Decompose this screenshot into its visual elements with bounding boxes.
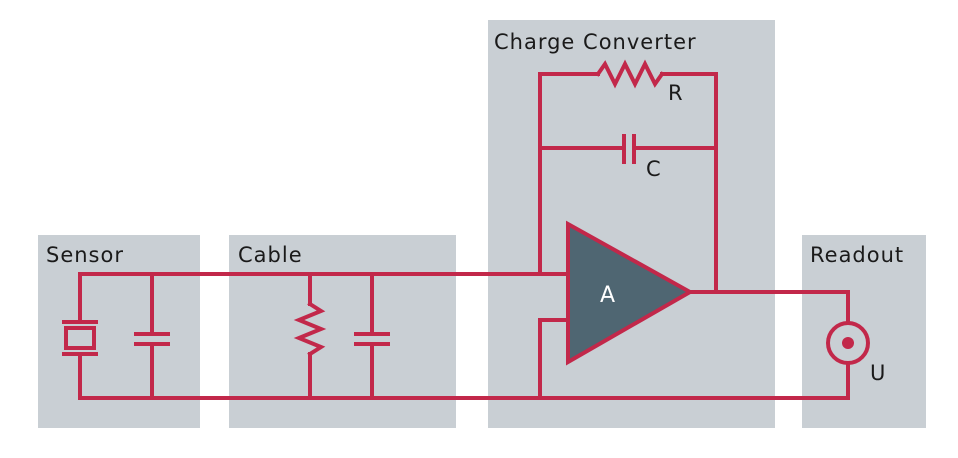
voltage-label: U — [870, 361, 886, 385]
cable-label: Cable — [238, 243, 303, 267]
amplifier-ground-input — [538, 318, 570, 400]
feedback-network — [538, 59, 718, 294]
sensor-label: Sensor — [46, 243, 124, 267]
amplifier-label: A — [600, 283, 615, 308]
feedback-resistor-icon — [595, 59, 665, 89]
amplifier-triangle-icon — [566, 220, 695, 366]
cable-panel — [229, 235, 456, 428]
piezo-crystal-icon — [62, 320, 98, 356]
signal-wire — [78, 272, 570, 400]
cable-resistor-icon — [293, 272, 327, 400]
capacitor-label: C — [646, 157, 662, 181]
resistor-label: R — [668, 81, 684, 105]
charge-converter-label: Charge Converter — [494, 30, 697, 54]
cable-capacitor-icon — [354, 272, 390, 400]
sensor-capacitor-icon — [134, 272, 170, 400]
charge-converter-panel — [488, 20, 775, 428]
readout-label: Readout — [810, 243, 904, 267]
output-wire — [688, 290, 850, 324]
